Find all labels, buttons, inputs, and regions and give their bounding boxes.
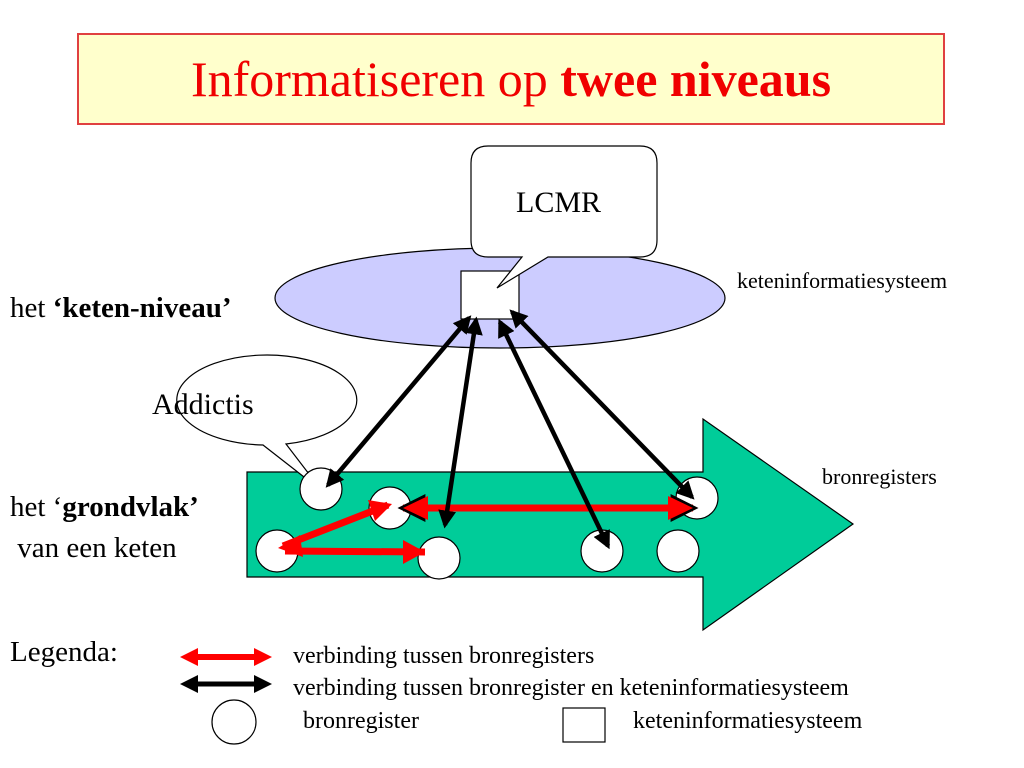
register-connection-arrowhead bbox=[403, 540, 425, 564]
slide-title: Informatiseren op twee niveaus bbox=[191, 50, 831, 108]
register-connection-arrowhead bbox=[368, 500, 392, 521]
source-register-circle bbox=[656, 529, 700, 573]
source-register-circle bbox=[417, 536, 461, 580]
legend-square-symbol bbox=[562, 707, 606, 743]
legend-black-arrowhead bbox=[180, 675, 198, 693]
register-connection-arrowhead bbox=[278, 535, 303, 557]
register-connection-arrow bbox=[284, 547, 426, 556]
legend-red-arrowhead bbox=[254, 648, 272, 666]
keten-niveau-label: het ‘keten-niveau’ bbox=[10, 292, 232, 325]
grondvlak-label-line2: van een keten bbox=[10, 532, 177, 564]
lcmr-callout-label: LCMR bbox=[516, 186, 602, 219]
legend-black-arrowhead bbox=[254, 675, 272, 693]
keten-niveau-prefix: het bbox=[10, 292, 53, 324]
keten-niveau-bold: ‘keten-niveau’ bbox=[52, 292, 232, 324]
keteninformatiesysteem-label: keteninformatiesysteem bbox=[737, 268, 948, 293]
system-connection-arrow bbox=[509, 309, 695, 500]
register-connection-arrowhead bbox=[668, 496, 693, 520]
legend-title: Legenda: bbox=[10, 636, 118, 668]
grondvlak-bold: grondvlak’ bbox=[62, 491, 199, 523]
addictis-callout-label: Addictis bbox=[152, 388, 254, 421]
legend-circle-symbol bbox=[211, 699, 257, 745]
legend-square-label: keteninformatiesysteem bbox=[633, 708, 863, 734]
legend-red-arrow-label: verbinding tussen bronregisters bbox=[293, 643, 595, 669]
title-box: Informatiseren op twee niveaus bbox=[77, 33, 945, 125]
register-connection-arrowhead bbox=[403, 496, 428, 520]
legend-red-arrowhead bbox=[180, 648, 198, 666]
title-bold: twee niveaus bbox=[560, 51, 832, 107]
legend-black-arrow-label: verbinding tussen bronregister en keteni… bbox=[293, 675, 849, 701]
title-normal: Informatiseren op bbox=[190, 51, 561, 107]
lcmr-callout-shape bbox=[470, 145, 658, 289]
legend-circle-label: bronregister bbox=[297, 708, 419, 734]
grondvlak-label: het ‘grondvlak’ bbox=[10, 491, 199, 524]
grondvlak-prefix: het ‘ bbox=[10, 491, 63, 523]
bronregisters-label: bronregisters bbox=[822, 464, 937, 489]
system-connection-arrow bbox=[438, 316, 483, 529]
